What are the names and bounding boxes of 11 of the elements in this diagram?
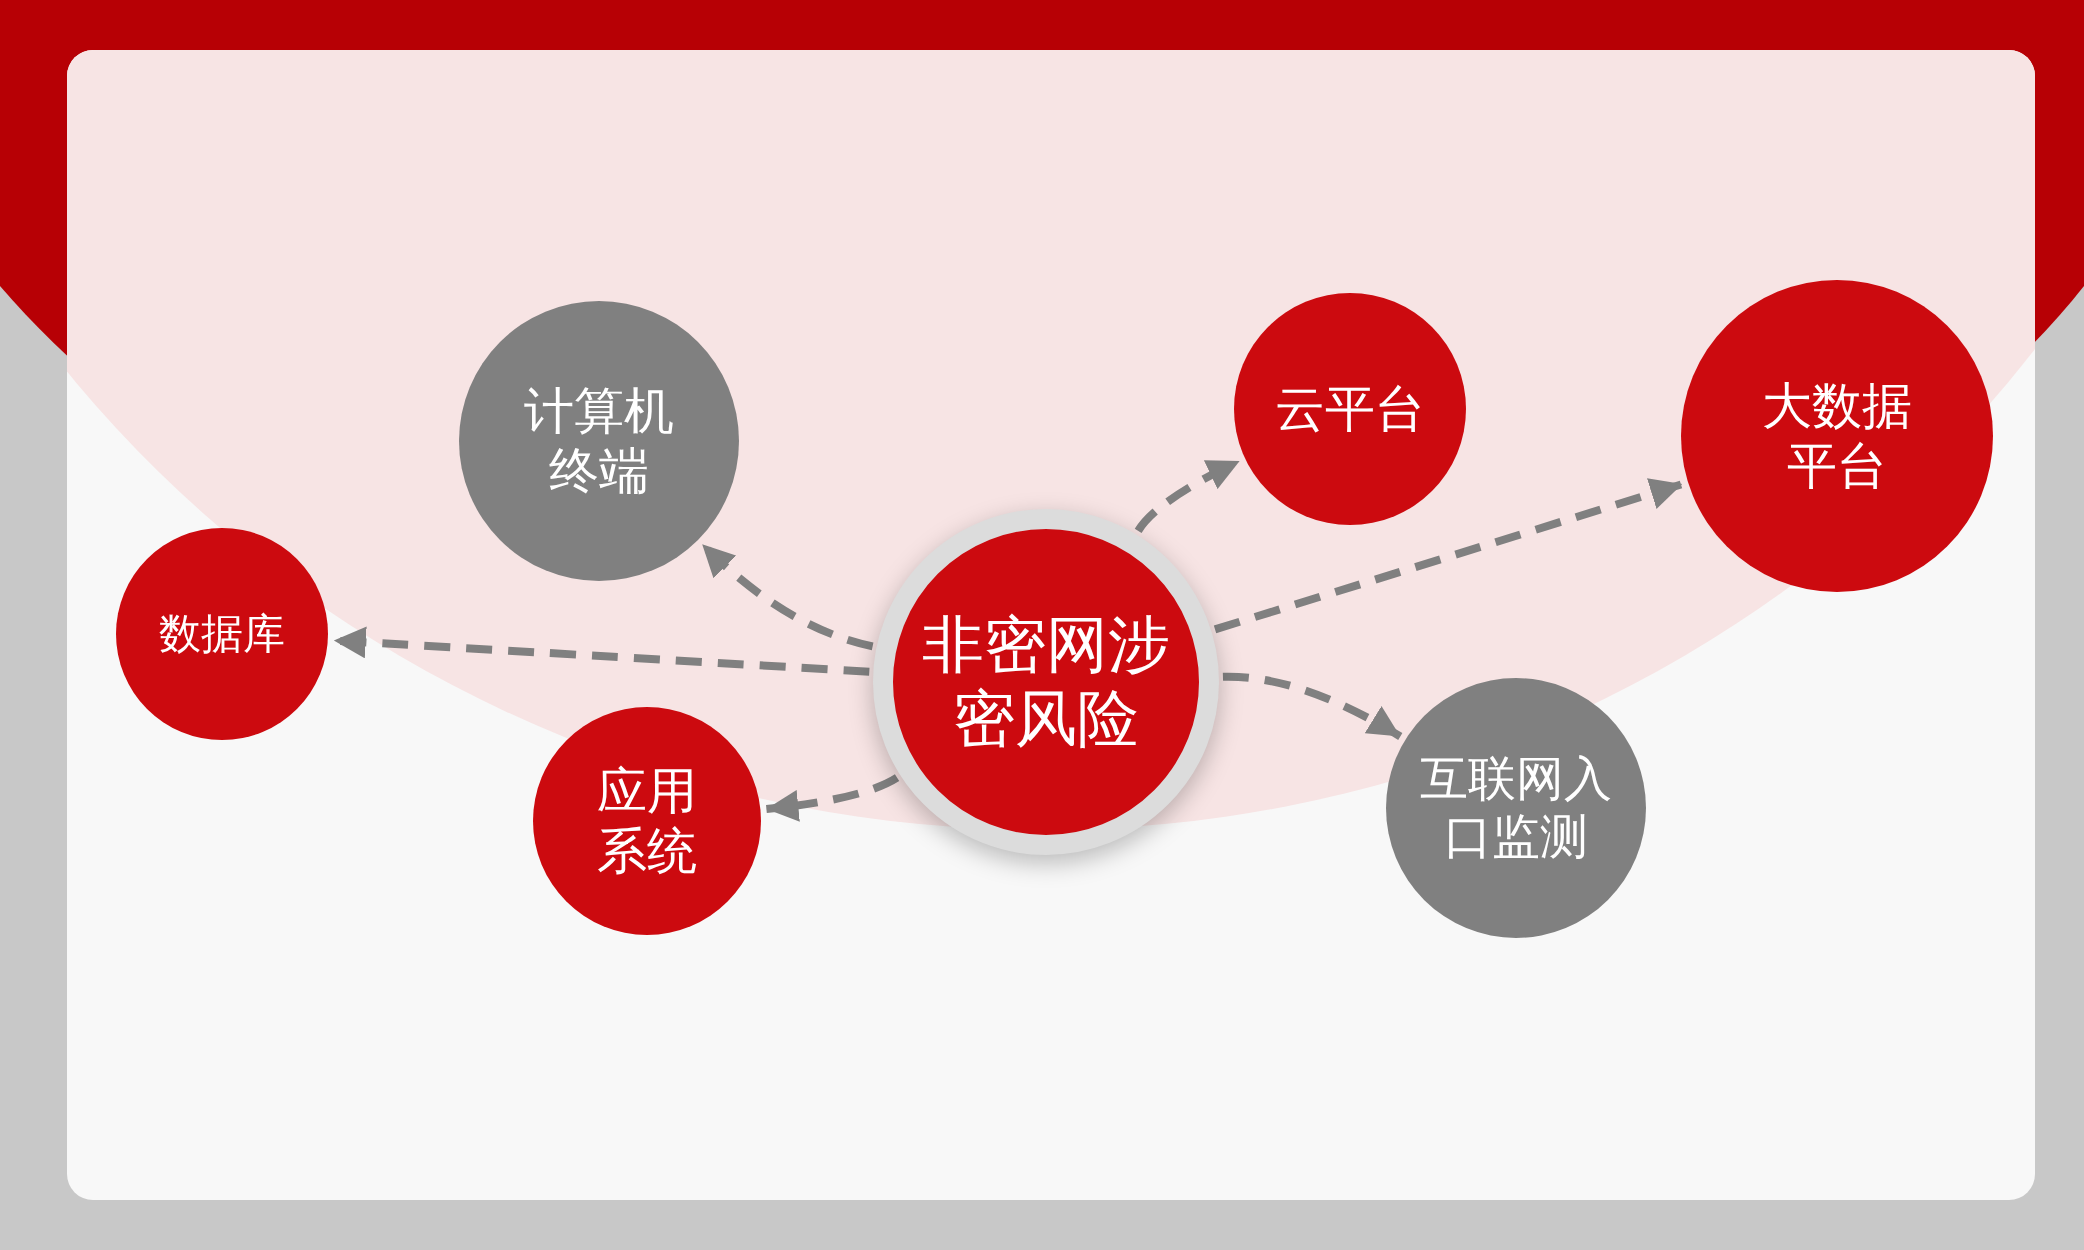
node-label: 互联网入口监测	[1419, 750, 1613, 866]
dashed-arrow	[699, 541, 874, 651]
node-label: 计算机终端	[523, 381, 675, 501]
dashed-arrow	[1134, 457, 1242, 534]
dashed-arrow	[1213, 478, 1684, 634]
node-label: 云平台	[1275, 379, 1425, 439]
node-label: 非密网涉密风险	[921, 607, 1171, 757]
dashed-arrow	[765, 774, 900, 822]
node-label: 大数据平台	[1761, 376, 1913, 496]
node-label: 数据库	[159, 608, 285, 660]
node-label: 应用系统	[596, 761, 698, 881]
